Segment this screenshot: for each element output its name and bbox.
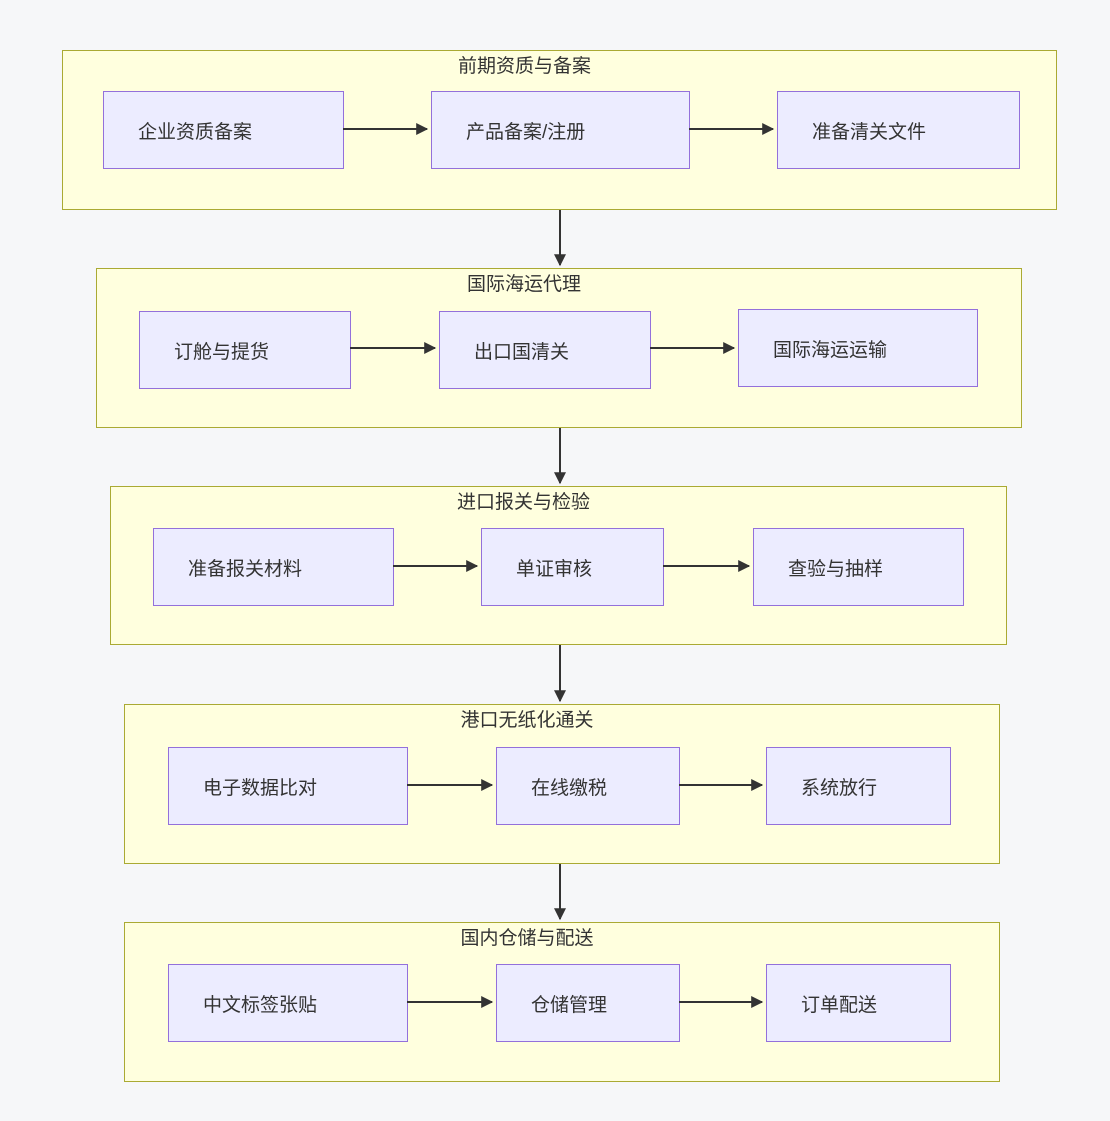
step-node: 查验与抽样: [753, 528, 964, 606]
step-node: 准备清关文件: [777, 91, 1020, 169]
step-node: 电子数据比对: [168, 747, 408, 825]
step-node: 企业资质备案: [103, 91, 344, 169]
stage-ocean-freight-agency: 国际海运代理 订舱与提货 出口国清关 国际海运运输: [96, 268, 1022, 428]
stage-import-customs-inspection: 进口报关与检验 准备报关材料 单证审核 查验与抽样: [110, 486, 1007, 645]
stage-title: 进口报关与检验: [456, 492, 590, 513]
stage-paperless-port-clearance: 港口无纸化通关 电子数据比对 在线缴税 系统放行: [124, 704, 1000, 864]
step-node: 出口国清关: [439, 311, 651, 389]
step-node: 订单配送: [766, 964, 951, 1042]
step-node: 订舱与提货: [139, 311, 351, 389]
step-node: 仓储管理: [496, 964, 680, 1042]
step-node: 系统放行: [766, 747, 951, 825]
step-node: 产品备案/注册: [431, 91, 690, 169]
step-node: 单证审核: [481, 528, 664, 606]
stage-title: 港口无纸化通关: [460, 710, 594, 731]
stage-domestic-warehouse-delivery: 国内仓储与配送 中文标签张贴 仓储管理 订单配送: [124, 922, 1000, 1082]
step-node: 在线缴税: [496, 747, 680, 825]
step-node: 准备报关材料: [153, 528, 394, 606]
stage-title: 国内仓储与配送: [460, 928, 594, 949]
step-node: 中文标签张贴: [168, 964, 408, 1042]
stage-title: 前期资质与备案: [457, 56, 591, 77]
stage-pre-qualification: 前期资质与备案 企业资质备案 产品备案/注册 准备清关文件: [62, 50, 1057, 210]
stage-title: 国际海运代理: [466, 274, 581, 295]
step-node: 国际海运运输: [738, 309, 978, 387]
